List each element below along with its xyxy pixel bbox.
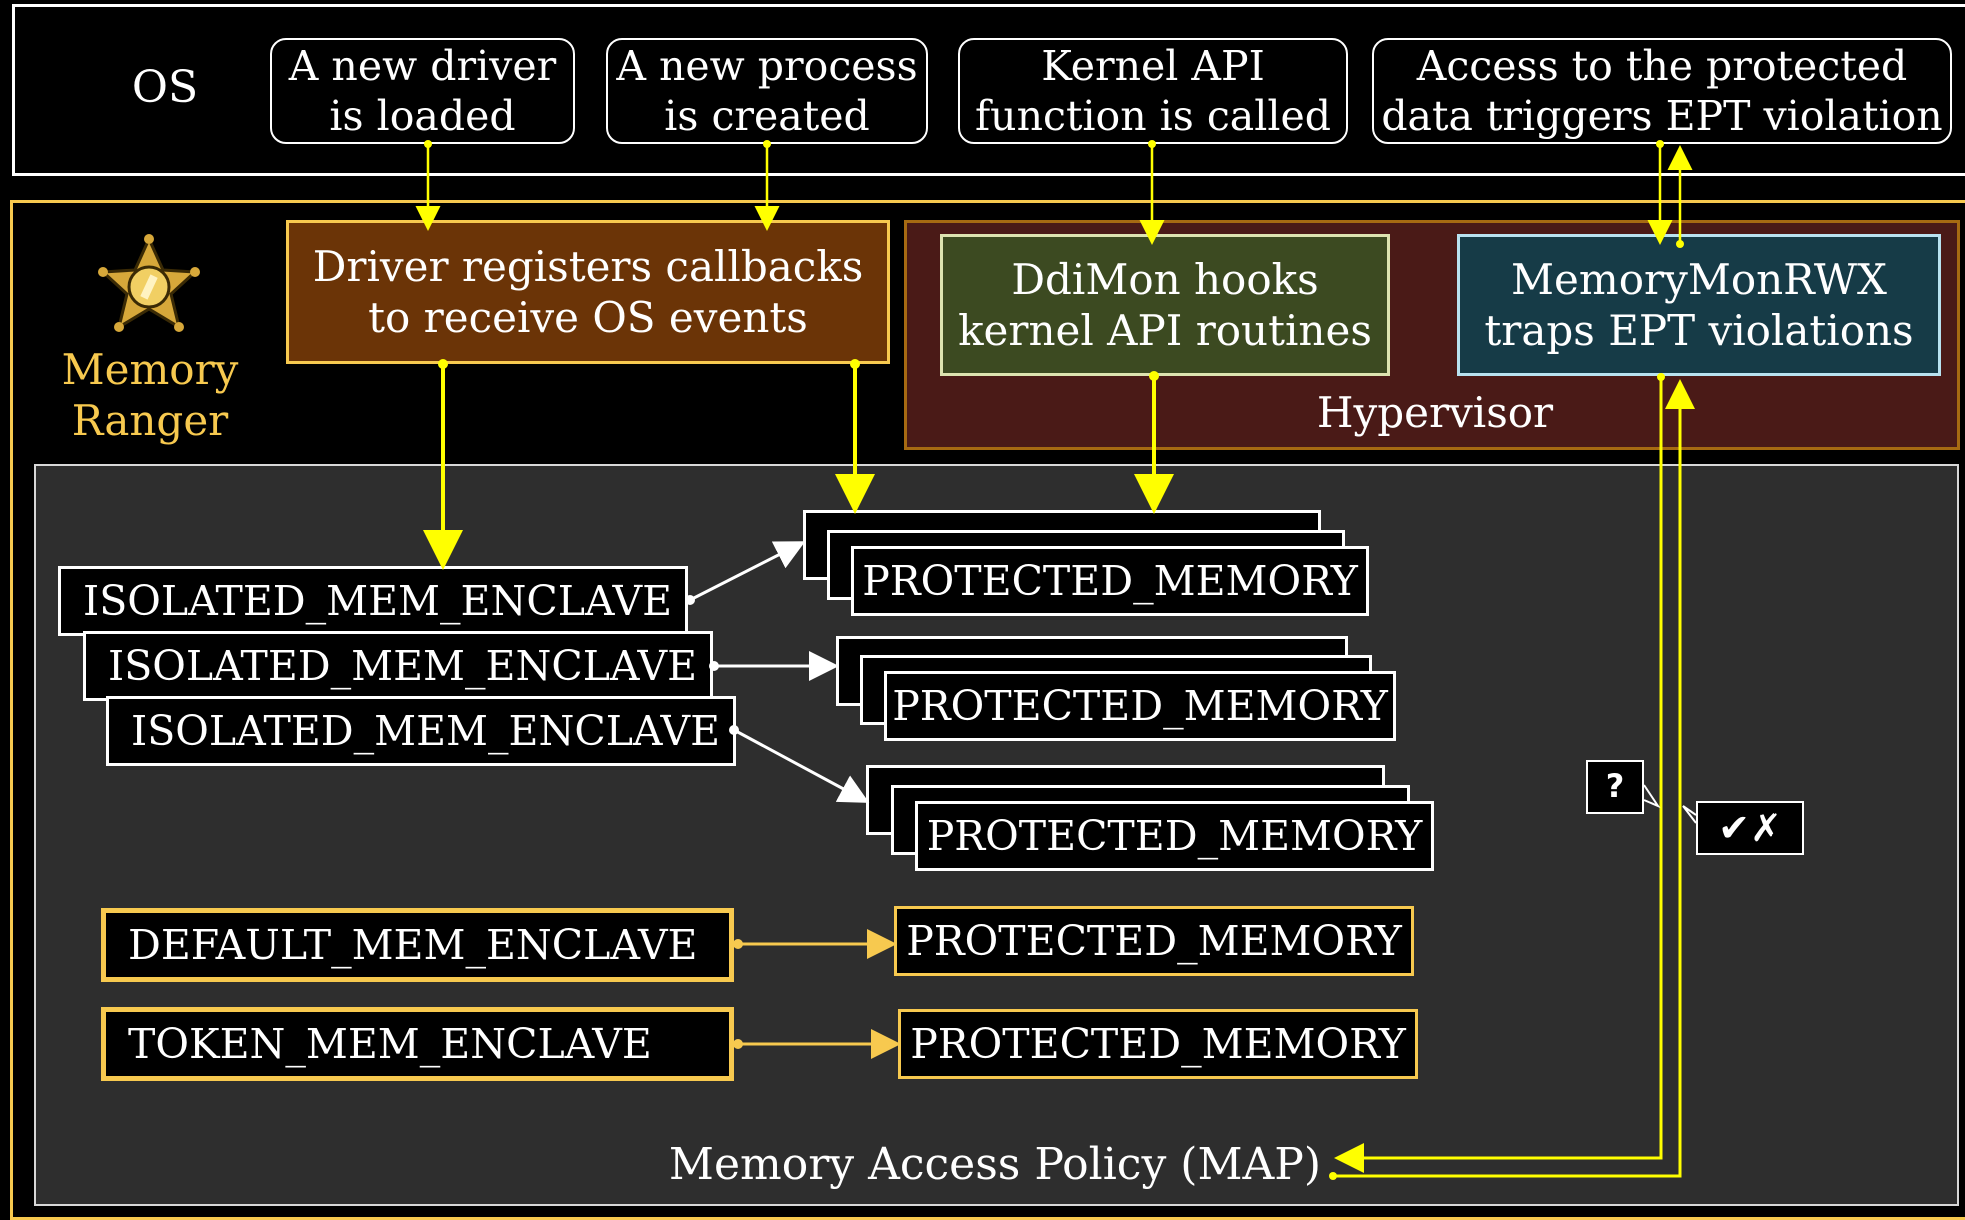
memory-ranger-frame bbox=[10, 200, 1965, 1220]
hypervisor-label: Hypervisor bbox=[1316, 388, 1554, 438]
os-band bbox=[12, 4, 1965, 176]
isolated-mem-enclave-3: ISOLATED_MEM_ENCLAVE bbox=[106, 696, 736, 766]
memorymonrwx-box: MemoryMonRWX traps EPT violations bbox=[1457, 234, 1941, 376]
default-mem-enclave: DEFAULT_MEM_ENCLAVE bbox=[101, 908, 734, 982]
event-kernel-api-called: Kernel API function is called bbox=[958, 38, 1348, 144]
protected-memory-2: PROTECTED_MEMORY bbox=[884, 671, 1396, 741]
protected-memory-1: PROTECTED_MEMORY bbox=[851, 546, 1369, 616]
driver-callbacks-box: Driver registers callbacks to receive OS… bbox=[286, 220, 890, 364]
memory-ranger-title: Memory Ranger bbox=[61, 344, 239, 445]
map-label: Memory Access Policy (MAP) bbox=[668, 1139, 1322, 1191]
protected-memory-3: PROTECTED_MEMORY bbox=[915, 801, 1434, 871]
event-process-created: A new process is created bbox=[606, 38, 928, 144]
event-ept-violation: Access to the protected data triggers EP… bbox=[1372, 38, 1952, 144]
token-mem-enclave: TOKEN_MEM_ENCLAVE bbox=[101, 1007, 734, 1081]
event-driver-loaded: A new driver is loaded bbox=[270, 38, 575, 144]
protected-memory-default: PROTECTED_MEMORY bbox=[894, 906, 1414, 976]
os-label: OS bbox=[131, 62, 199, 114]
protected-memory-token: PROTECTED_MEMORY bbox=[898, 1009, 1418, 1079]
isolated-mem-enclave-2: ISOLATED_MEM_ENCLAVE bbox=[83, 631, 713, 701]
query-badge: ? bbox=[1586, 760, 1644, 814]
ddimon-box: DdiMon hooks kernel API routines bbox=[940, 234, 1390, 376]
allow-deny-badge: ✔✗ bbox=[1696, 801, 1804, 855]
isolated-mem-enclave-1: ISOLATED_MEM_ENCLAVE bbox=[58, 566, 688, 636]
